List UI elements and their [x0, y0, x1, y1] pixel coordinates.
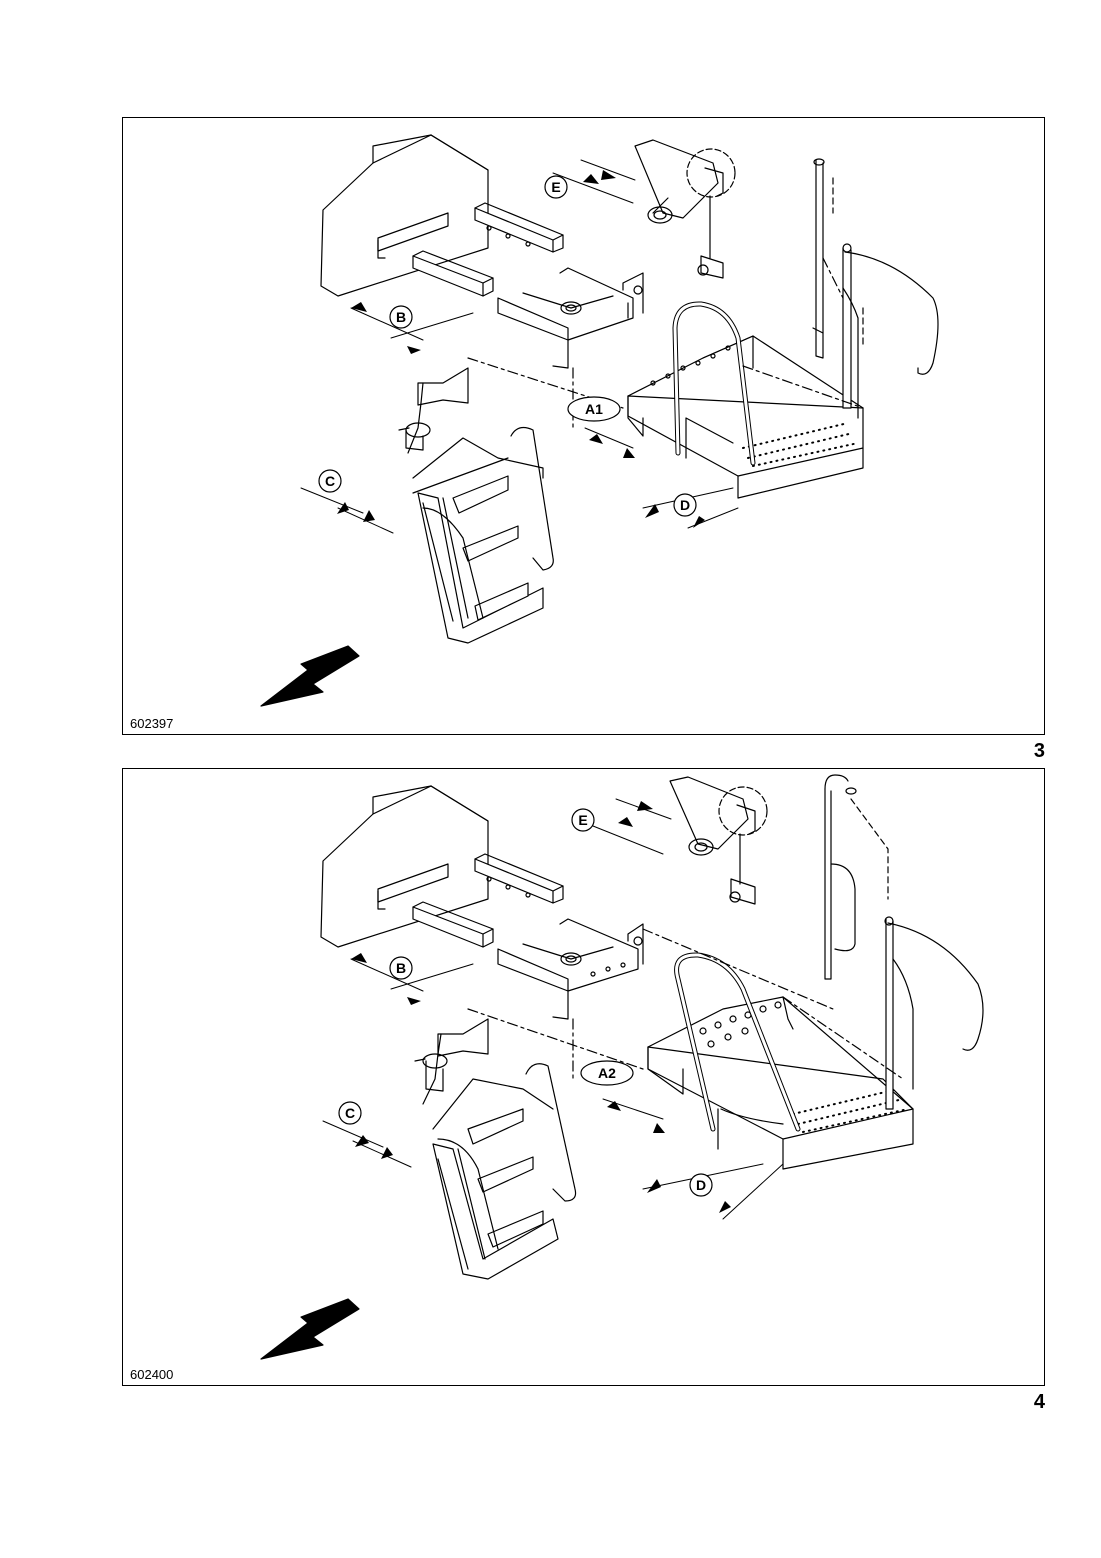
hinge-bracket [634, 139, 736, 279]
svg-text:D: D [680, 497, 690, 513]
svg-text:B: B [396, 960, 406, 976]
callout-d: D [689, 1173, 713, 1197]
callout-b: B [389, 305, 413, 329]
direction-arrow [260, 1298, 360, 1360]
support-brackets [412, 853, 564, 948]
svg-text:E: E [578, 812, 587, 828]
figure-4: E B A2 C D 602400 [122, 768, 1045, 1386]
frame-housing [320, 134, 489, 297]
side-rail [824, 774, 984, 1110]
dimension-arrowheads [337, 170, 705, 528]
platform-assembly-drawing: E B A2 C D [260, 774, 984, 1360]
alignment-lines [467, 928, 904, 1080]
callout-b: B [389, 956, 413, 980]
direction-arrow [260, 645, 360, 707]
support-brackets [412, 202, 564, 297]
callout-a: A1 [567, 396, 621, 422]
callout-c: C [338, 1101, 362, 1125]
pivot-mount [497, 267, 644, 369]
dimension-arrowheads [351, 801, 731, 1213]
folding-ladder [414, 1018, 577, 1280]
figure-number: 4 [1033, 1391, 1045, 1413]
frame-housing [320, 785, 489, 948]
svg-text:E: E [551, 179, 560, 195]
callout-e: E [571, 808, 595, 832]
platform [627, 301, 864, 499]
figure-3: E B A1 C D 602397 [122, 117, 1045, 735]
callout-d: D [673, 493, 697, 517]
figure-number: 3 [1033, 740, 1045, 762]
image-id: 602400 [130, 1367, 174, 1382]
callout-a: A2 [580, 1060, 634, 1086]
svg-text:B: B [396, 309, 406, 325]
pivot-mount [497, 918, 644, 1020]
svg-text:C: C [345, 1105, 355, 1121]
callout-e: E [544, 175, 568, 199]
svg-text:D: D [696, 1177, 706, 1193]
callout-c: C [318, 469, 342, 493]
platform [647, 952, 914, 1170]
svg-text:A2: A2 [598, 1065, 616, 1081]
svg-text:C: C [325, 473, 335, 489]
image-id: 602397 [130, 716, 174, 731]
svg-text:A1: A1 [585, 401, 603, 417]
platform-assembly-drawing: E B A1 C D [260, 134, 939, 707]
side-rail [812, 158, 939, 419]
folding-ladder [398, 367, 554, 644]
hinge-bracket [669, 776, 768, 905]
